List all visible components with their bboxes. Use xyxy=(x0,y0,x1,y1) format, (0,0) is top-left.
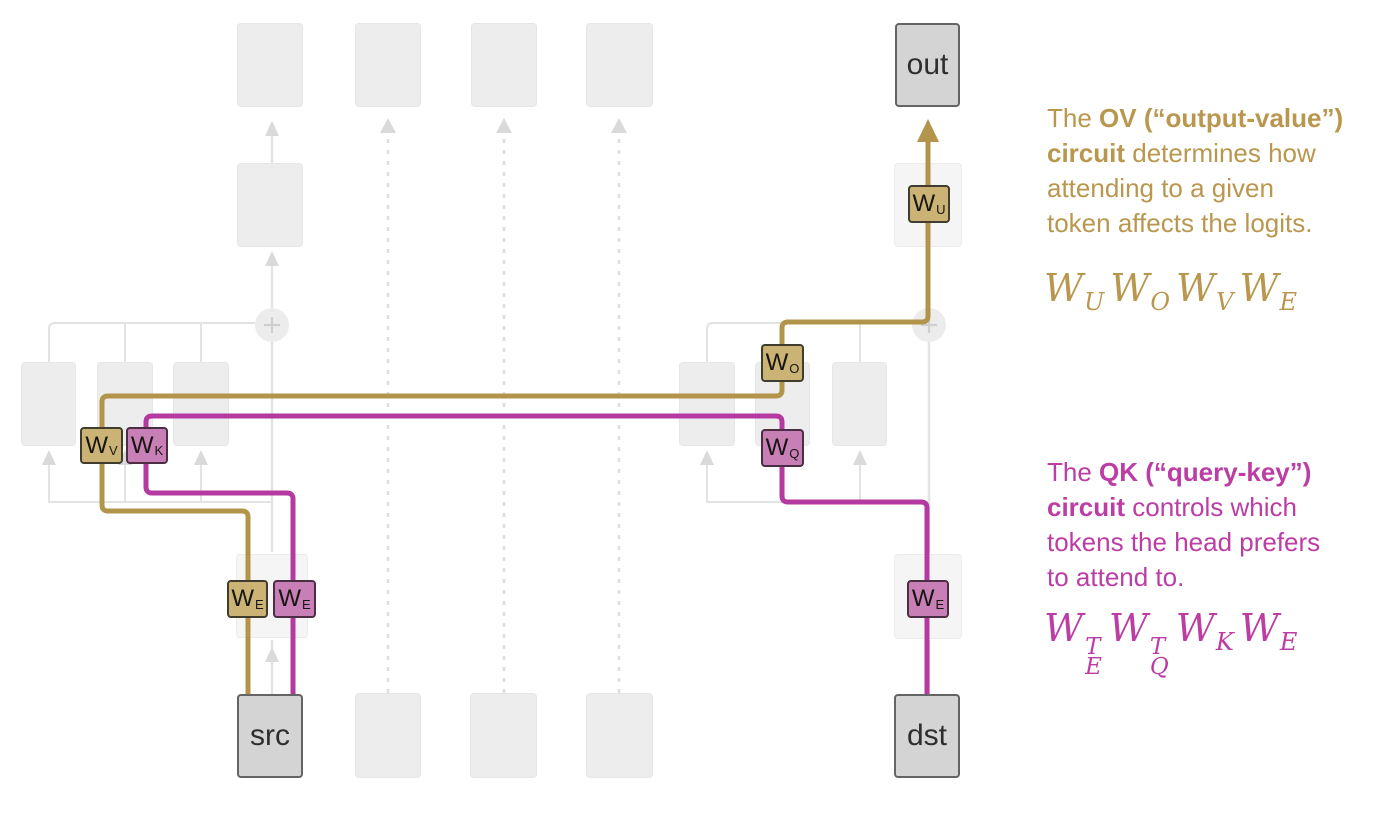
top-layer-box-col3 xyxy=(471,23,537,107)
top-layer-box-src-column xyxy=(237,23,303,107)
qk-circuit-note: The QK (“query-key”) circuit controls wh… xyxy=(1047,455,1387,595)
up-arrow-icon xyxy=(265,251,279,266)
up-arrow-icon xyxy=(700,450,714,465)
ov-note-line: circuit determines how xyxy=(1047,138,1316,168)
qk-note-line: tokens the head prefers xyxy=(1047,527,1321,557)
qk-note-line: circuit controls which xyxy=(1047,492,1297,522)
attention-head-box-right-1 xyxy=(679,362,735,446)
up-arrow-icon xyxy=(194,450,208,465)
src-token-label: src xyxy=(250,719,290,752)
up-arrow-icon xyxy=(611,118,627,133)
ov-note-line: token affects the logits. xyxy=(1047,208,1313,238)
ov-note-line: The OV (“output-value”) xyxy=(1047,103,1344,133)
out-node: out xyxy=(895,23,960,107)
up-arrow-icon xyxy=(265,647,279,662)
ov-circuit-path xyxy=(99,141,931,694)
token-box-col3 xyxy=(470,693,537,778)
up-arrow-icon xyxy=(853,450,867,465)
right-head-bracket-bottom xyxy=(706,465,929,503)
attention-head-box-left-3 xyxy=(173,362,229,446)
up-arrow-icon xyxy=(265,121,279,136)
up-arrow-icon xyxy=(496,118,512,133)
attention-head-box-left-1 xyxy=(21,362,76,446)
dst-token-node: dst xyxy=(894,694,960,778)
top-layer-box-col2 xyxy=(355,23,421,107)
ov-circuit-note: The OV (“output-value”) circuit determin… xyxy=(1047,101,1382,241)
dst-token-label: dst xyxy=(906,719,948,752)
ov-note-line: attending to a given xyxy=(1047,173,1274,203)
left-head-bracket-top xyxy=(48,322,255,362)
token-box-col2 xyxy=(355,693,421,778)
qk-note-line: The QK (“query-key”) xyxy=(1047,457,1312,487)
out-label: out xyxy=(906,48,949,81)
src-token-node: src xyxy=(237,694,303,778)
qk-note-line: to attend to. xyxy=(1047,562,1185,592)
up-arrow-icon xyxy=(42,450,56,465)
qk-circuit-path xyxy=(143,413,930,694)
left-head-bracket-bottom xyxy=(48,465,272,503)
right-head-bracket-top xyxy=(706,322,912,362)
plus-icon xyxy=(264,317,280,333)
attention-head-box-right-3 xyxy=(832,362,887,446)
top-layer-box-col4 xyxy=(586,23,653,107)
up-arrow-icon xyxy=(380,118,396,133)
mlp-box-src-column xyxy=(237,163,303,247)
ov-arrow-icon xyxy=(917,119,939,142)
token-box-col4 xyxy=(586,693,653,778)
